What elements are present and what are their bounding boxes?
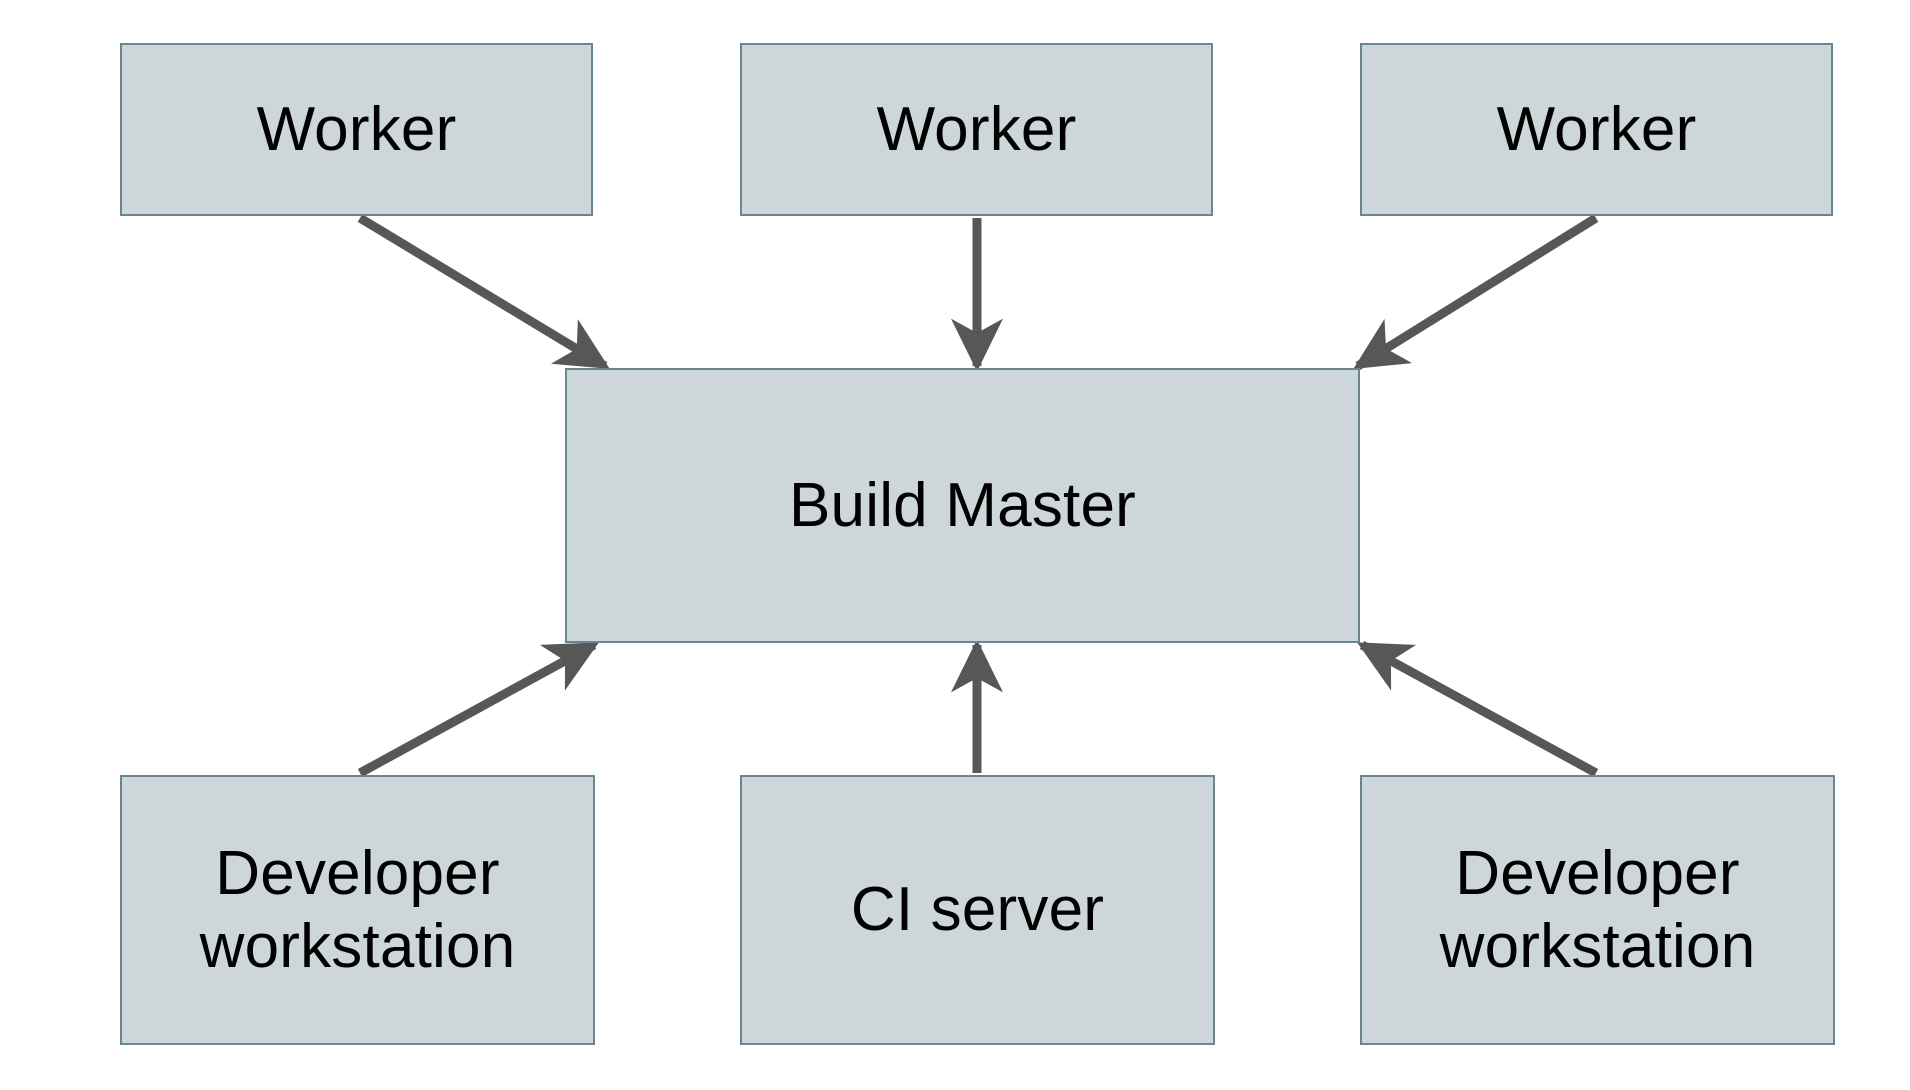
node-worker-2[interactable]: Worker (740, 43, 1213, 216)
node-label: Developer workstation (1439, 838, 1756, 981)
node-label: Developer workstation (199, 838, 516, 981)
node-label: CI server (850, 875, 1105, 945)
node-worker-1[interactable]: Worker (120, 43, 593, 216)
node-label: Worker (1496, 94, 1697, 164)
node-label: Worker (256, 94, 457, 164)
edge-devwsleft-to-master (357, 641, 599, 777)
node-ci-server[interactable]: CI server (740, 775, 1215, 1045)
edge-worker3-to-master (1353, 214, 1599, 370)
edge-devwsright-to-master (1357, 641, 1599, 777)
node-developer-workstation-left[interactable]: Developer workstation (120, 775, 595, 1045)
node-label: Worker (876, 94, 1077, 164)
node-developer-workstation-right[interactable]: Developer workstation (1360, 775, 1835, 1045)
edge-worker1-to-master (357, 214, 610, 370)
node-label: Build Master (789, 470, 1136, 540)
node-build-master[interactable]: Build Master (565, 368, 1360, 643)
node-worker-3[interactable]: Worker (1360, 43, 1833, 216)
